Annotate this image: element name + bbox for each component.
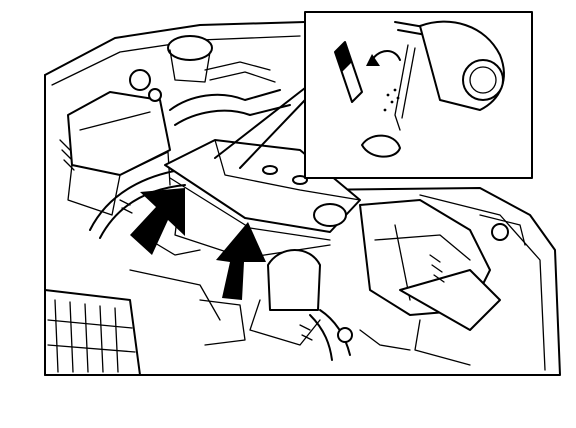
- battery-box: [67, 69, 171, 216]
- reservoir-and-hoses: [89, 35, 291, 239]
- inset-detail: [304, 11, 533, 179]
- shading-strokes: [59, 139, 445, 341]
- bodywork-outline: [44, 21, 561, 376]
- inset-leader-lines: [214, 87, 306, 169]
- lower-pipes: [129, 249, 411, 361]
- right-component-cluster: [359, 199, 526, 366]
- radiator-grille: [44, 289, 141, 376]
- pointer-arrow: [130, 188, 185, 255]
- pointer-arrow: [216, 222, 266, 300]
